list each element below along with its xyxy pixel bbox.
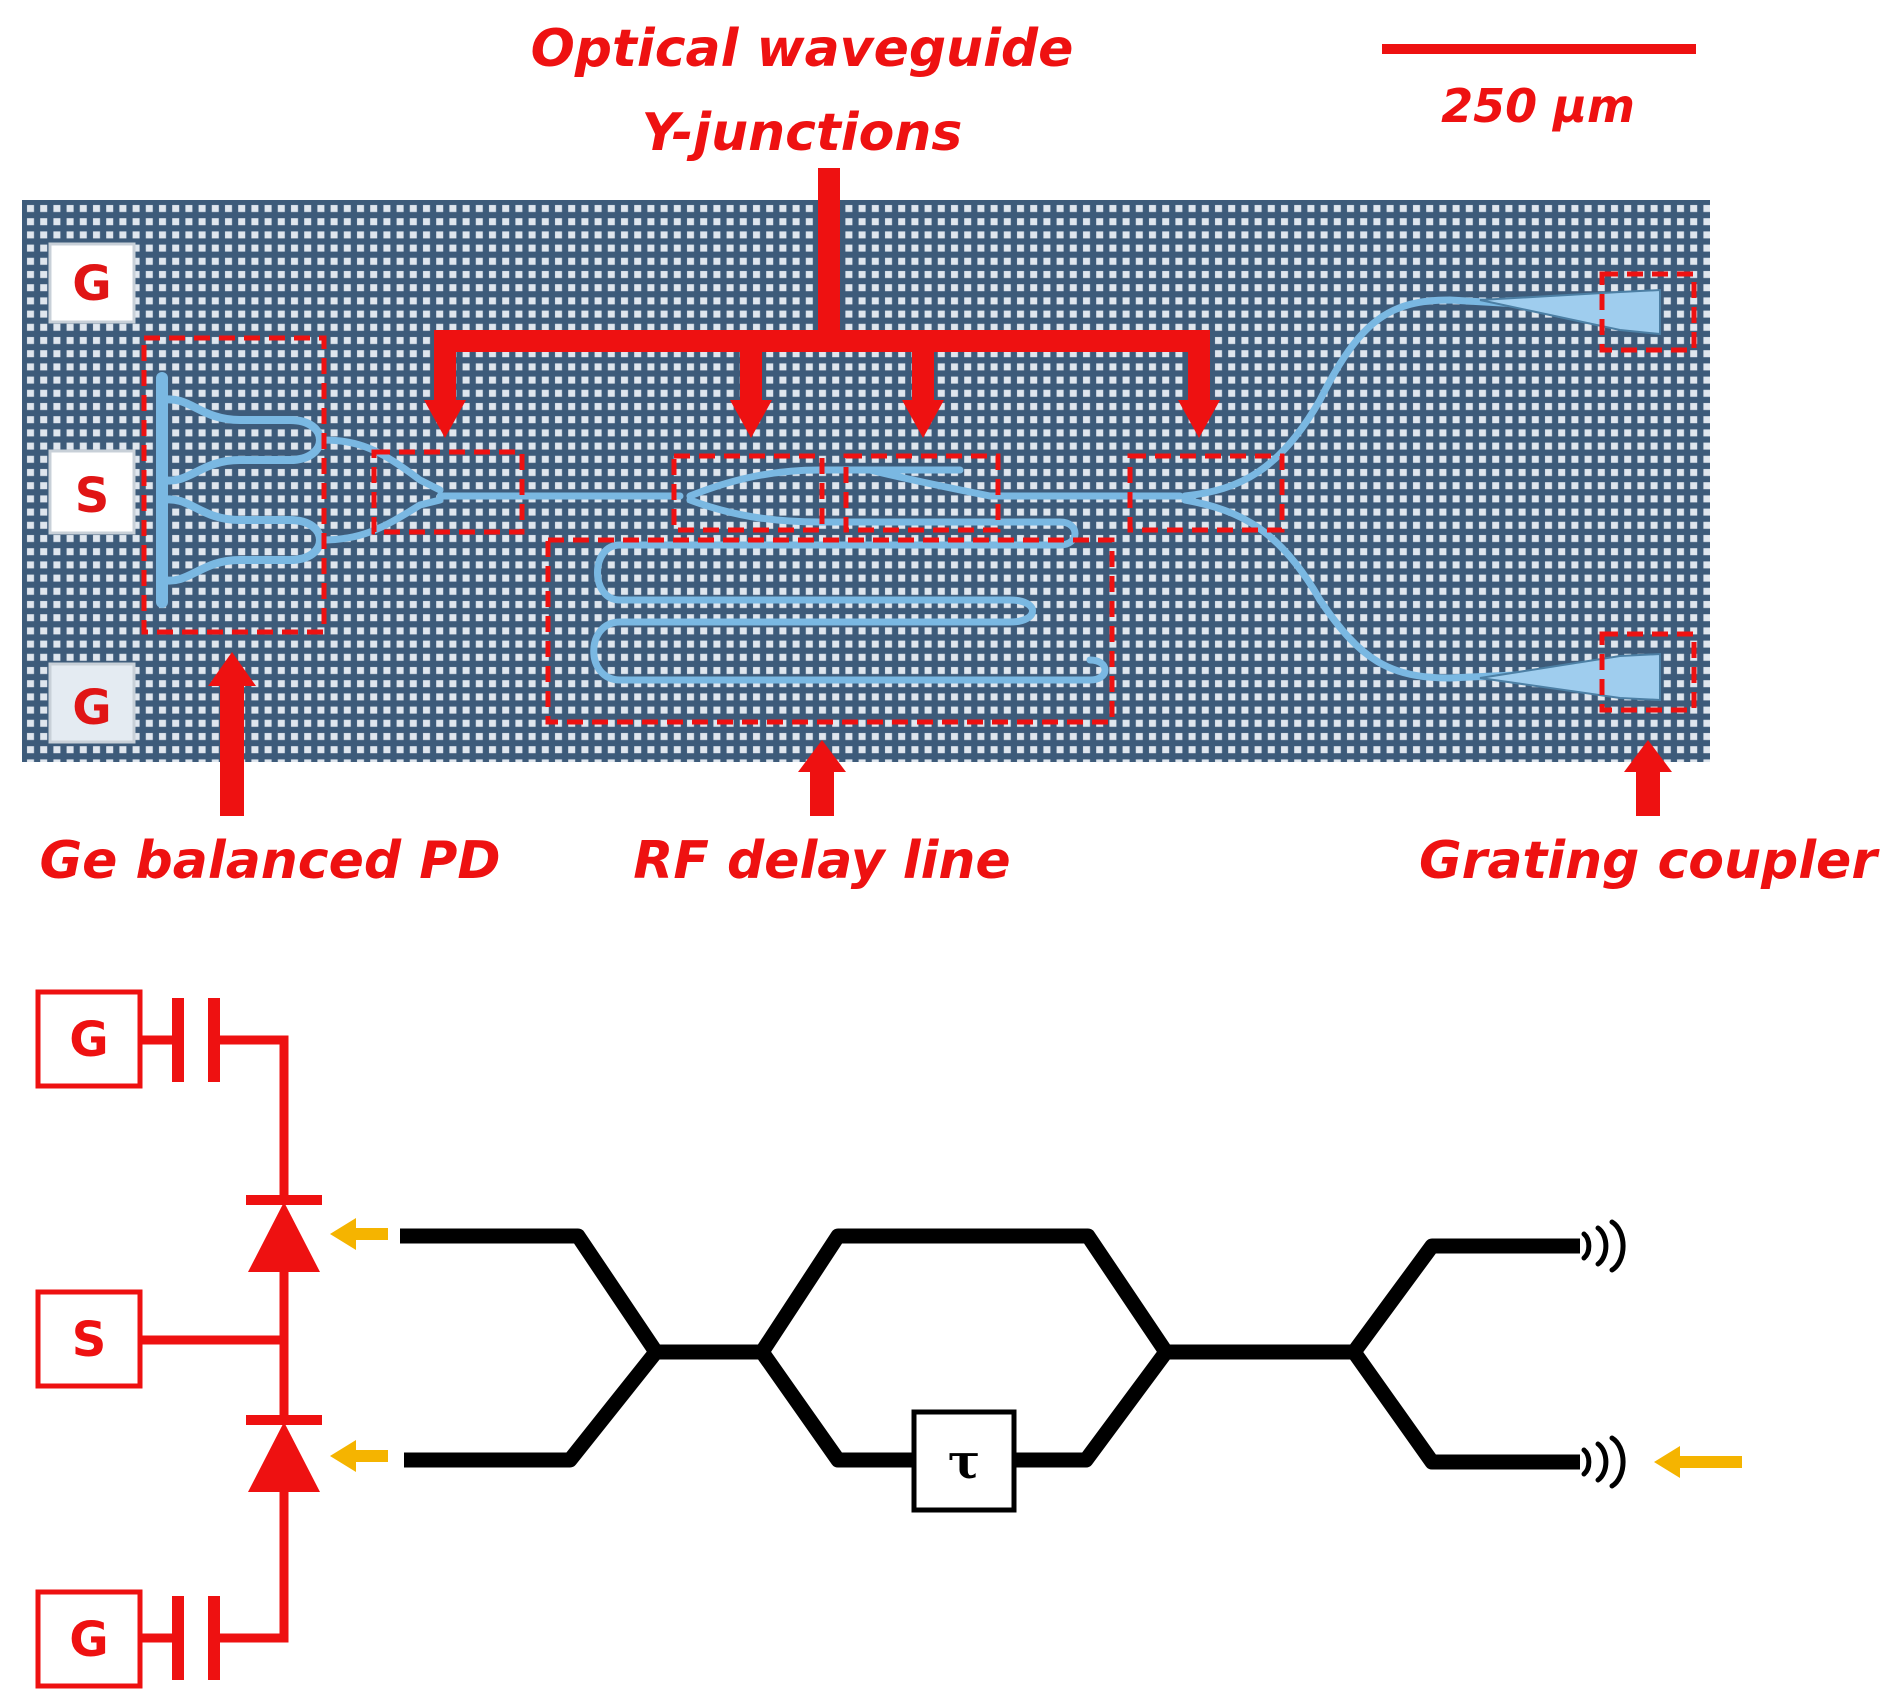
chip-pad-g-bottom — [48, 662, 136, 744]
chip-waveguides — [156, 296, 1624, 684]
delay-arrow-head — [798, 740, 846, 772]
yj-head-2 — [730, 400, 772, 438]
diode-top-triangle — [248, 1202, 320, 1272]
grating-bottom-arc-3 — [1609, 1435, 1626, 1489]
light-arrow-grating — [1654, 1446, 1742, 1478]
light-arrows — [330, 1218, 1742, 1478]
label-ge-balanced-pd: Ge balanced PD — [40, 831, 501, 891]
box-delay-line — [545, 537, 1115, 725]
light-arrow-pd-top — [330, 1218, 388, 1250]
yj-drop-2 — [740, 340, 762, 404]
yj-stem — [818, 168, 840, 348]
diode-bottom-triangle — [248, 1422, 320, 1492]
grating-bottom-arc-1 — [1581, 1447, 1592, 1477]
chip-pad-label-g-bottom: G — [72, 680, 111, 736]
annotation-arrows — [208, 168, 1672, 816]
grating-taper-bottom — [1479, 652, 1661, 702]
label-rf-delay-line: RF delay line — [633, 831, 1010, 891]
cap-top-wire — [214, 1035, 289, 1200]
delay-box — [911, 1409, 1017, 1513]
scale-bar — [1382, 44, 1696, 54]
wg-pd-top — [400, 1228, 663, 1357]
yj2-bottom — [686, 496, 824, 526]
cap-bottom-wire — [214, 1488, 289, 1643]
delay-symbol: τ — [948, 1434, 980, 1490]
chip-pad-s — [48, 449, 136, 535]
micrograph: G S G — [22, 19, 1880, 891]
diodes — [248, 1202, 320, 1492]
box-yj4 — [1127, 453, 1285, 533]
yj4-bottom — [1181, 496, 1624, 682]
box-yj1 — [371, 449, 525, 535]
box-grating-top — [1599, 271, 1697, 353]
chip-pad-g-top — [48, 242, 136, 324]
yj-drop-3 — [912, 340, 934, 404]
box-pd — [141, 335, 327, 635]
wg-mzi-bottom-right — [1016, 1347, 1173, 1468]
grating-top-arc-1 — [1581, 1231, 1592, 1261]
schem-pad-label-g-bottom: G — [69, 1612, 108, 1668]
pd-arrow-shaft — [220, 680, 244, 816]
wg-out-top — [1347, 1238, 1580, 1357]
wg-mzi-top — [755, 1228, 1173, 1357]
highlight-boxes — [141, 271, 1697, 725]
wg-mzi-bottom-left — [755, 1347, 912, 1468]
chip-background — [22, 200, 1710, 762]
electrical-circuit — [35, 989, 322, 1689]
box-yj3 — [843, 453, 1001, 533]
yj-head-4 — [1178, 400, 1220, 438]
grating-symbols — [1581, 1219, 1626, 1489]
grating-arrow-head — [1624, 740, 1672, 772]
grating-bottom-arc-2 — [1595, 1441, 1609, 1483]
chip-pads: G S G — [48, 242, 136, 744]
grating-tapers — [1479, 288, 1661, 702]
yj-bar — [434, 330, 1210, 352]
chip-pad-label-g-top: G — [72, 256, 111, 312]
yj-head-3 — [902, 400, 944, 438]
wg-out-bottom — [1347, 1347, 1580, 1470]
pd-arrow-head — [208, 652, 256, 686]
yj-drop-1 — [434, 340, 456, 404]
yj4-top — [1181, 296, 1624, 500]
label-y-junctions-line2: Y-junctions — [642, 103, 963, 163]
light-arrow-pd-bottom — [330, 1440, 388, 1472]
optical-waveguides — [400, 1228, 1580, 1470]
box-yj2 — [671, 453, 825, 533]
yj-head-1 — [424, 400, 466, 438]
schem-pad-label-s: S — [72, 1312, 107, 1368]
schematic: G S G τ — [35, 989, 1742, 1689]
grating-arrow-shaft — [1636, 770, 1660, 816]
grating-top-arc-2 — [1595, 1225, 1609, 1267]
wg-pd-bottom — [404, 1347, 662, 1468]
label-grating-coupler: Grating coupler — [1419, 831, 1880, 891]
schem-pad-label-g-top: G — [69, 1012, 108, 1068]
yj3-top — [866, 466, 994, 500]
delay-arrow-shaft — [810, 770, 834, 816]
box-grating-bottom — [1599, 631, 1697, 713]
delay-serpentine — [590, 518, 1109, 684]
yj-drop-4 — [1188, 340, 1210, 404]
label-y-junctions-line1: Optical waveguide — [531, 19, 1074, 79]
chip-pad-label-s: S — [75, 468, 110, 524]
grating-top-arc-3 — [1609, 1219, 1626, 1273]
grating-taper-top — [1479, 288, 1661, 336]
label-scale-bar: 250 µm — [1441, 79, 1635, 133]
yj2-top — [686, 466, 824, 500]
